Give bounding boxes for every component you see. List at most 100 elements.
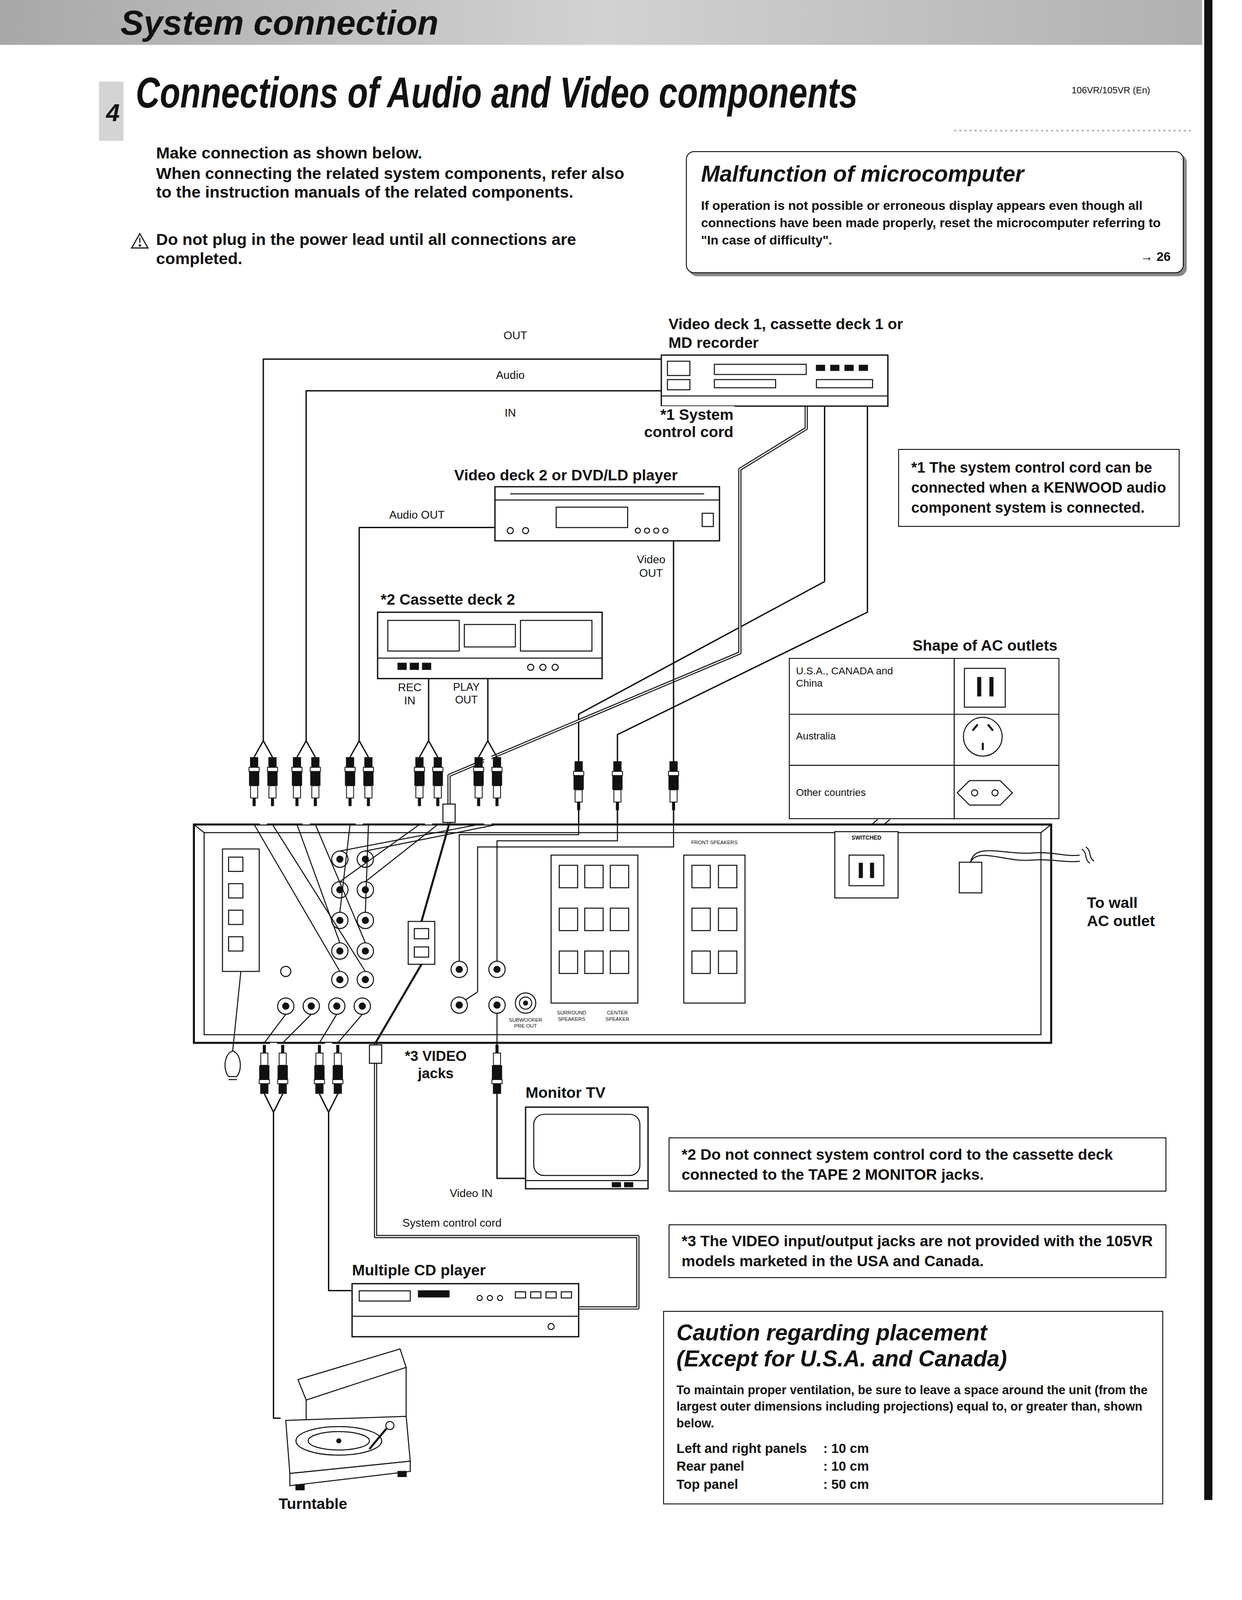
cable-label: System control cord: [401, 1216, 504, 1231]
text-slot: Other countries: [796, 787, 866, 800]
text-slot: *2 Cassette deck 2: [380, 590, 516, 609]
cord-label: To wall AC outlet: [1086, 894, 1163, 931]
text-slot: System connection: [120, 1, 439, 44]
top-plugs: [428, 741, 438, 758]
receiver-rear-panel: *3 VIDEO jacks: [194, 824, 1052, 1044]
outlet-table-art: [963, 717, 1002, 757]
receiver-rear-panel: [494, 1002, 501, 1009]
video-deck-2: [653, 528, 659, 534]
receiver-rear-panel: [970, 855, 1080, 863]
receiver-rear-panel: [488, 997, 506, 1014]
note-text: *2 Do not connect system control cord to…: [681, 1144, 1156, 1185]
panel-leads: [339, 824, 350, 913]
video-deck-1: [661, 355, 888, 407]
cable-label: Video IN: [432, 1186, 494, 1201]
outlet-table-art: [953, 658, 955, 820]
text-slot: Audio: [490, 368, 532, 383]
cassette-deck-2: [552, 664, 558, 671]
receiver-rear-panel: [859, 863, 863, 878]
cable-label: *1 System control cord: [622, 406, 735, 442]
top-plugs: [310, 757, 321, 807]
dimension-cell: : 10 cm: [822, 1440, 1150, 1458]
panel-leads: [296, 824, 340, 944]
text-slot: OUT: [495, 328, 537, 343]
turntable: [289, 1461, 410, 1487]
signal-cable: [496, 1042, 526, 1179]
receiver-rear-panel: [228, 857, 243, 872]
text-slot: *3 VIDEO jacks: [403, 1047, 468, 1083]
text-slot: 106VR/105VR (En): [1071, 84, 1151, 96]
receiver-rear-panel: [551, 855, 638, 1004]
receiver-rear-panel: [519, 997, 532, 1010]
top-plugs: [432, 757, 443, 807]
cable-line: [263, 359, 662, 825]
monitor-tv: [525, 1107, 649, 1190]
receiver-rear-panel: [450, 961, 468, 978]
warning-symbol: [139, 237, 141, 243]
multiple-cd-player: [487, 1295, 493, 1301]
monitor-tv: [533, 1114, 640, 1176]
info-box: Malfunction of microcomputerIf operation…: [685, 151, 1184, 274]
receiver-rear-panel: [331, 971, 348, 989]
multiple-cd-player: [497, 1295, 503, 1301]
top-plugs: [668, 761, 679, 811]
receiver-rear-panel: [357, 943, 374, 960]
caution-box: Caution regarding placement (Except for …: [663, 1311, 1164, 1505]
text-slot: FRONT SPEAKERS: [677, 839, 752, 846]
note-text: *1 The system control cord can be connec…: [911, 458, 1169, 519]
receiver-rear-panel: [959, 862, 982, 894]
receiver-rear-panel: [610, 908, 629, 931]
multiple-cd-player: Multiple CD player: [352, 1283, 579, 1338]
header-band: [0, 0, 1213, 1501]
text-slot: IN: [495, 406, 526, 420]
panel-label: CENTER SPEAKER: [596, 1010, 639, 1023]
video-deck-1: [830, 365, 839, 371]
bottom-plugs: [273, 1093, 283, 1113]
text-slot: PLAY OUT: [449, 680, 483, 707]
receiver-rear-panel: [333, 1003, 340, 1010]
cable-label: OUT: [495, 328, 537, 343]
component-label: Video deck 2 or DVD/LD player: [454, 466, 678, 485]
dimension-table: Left and right panels: 10 cmRear panel: …: [676, 1440, 1150, 1494]
header-band: [0, 0, 1203, 46]
component-label: Multiple CD player: [352, 1261, 486, 1280]
bottom-plugs: [328, 1093, 338, 1113]
multiple-cd-player: [515, 1292, 526, 1299]
cassette-deck-2: [410, 663, 419, 670]
receiver-rear-panel: [834, 831, 899, 899]
receiver-rear-panel: [336, 948, 343, 955]
outlet-table-art: [977, 677, 982, 696]
top-plugs: [414, 757, 425, 807]
video-deck-2: [702, 513, 714, 527]
receiver-rear-panel: [584, 908, 604, 931]
top-plugs: [484, 741, 492, 825]
multiple-cd-player: [561, 1292, 572, 1299]
panel-label: FRONT SPEAKERS: [677, 839, 752, 846]
turntable: [398, 1472, 407, 1478]
video-deck-1: [714, 379, 776, 389]
text-slot: System control cord: [401, 1216, 504, 1231]
bottom-plugs: [325, 1042, 333, 1113]
top-plugs: [263, 741, 273, 758]
panel-leads: [272, 824, 366, 972]
header-band: [1204, 0, 1213, 1501]
text-slot: Do not plug in the power lead until all …: [156, 230, 636, 268]
outlet-table-art: [788, 714, 1060, 716]
monitor-tv: Monitor TV: [525, 1107, 649, 1189]
multiple-cd-player: [352, 1316, 579, 1318]
text-slot: Make connection as shown below.: [156, 143, 641, 163]
cassette-deck-2: [398, 663, 407, 670]
top-plugs: [424, 741, 433, 825]
panel-leads: [465, 824, 674, 1001]
top-plugs: [302, 741, 310, 825]
text-slot: Video deck 2 or DVD/LD player: [454, 466, 678, 485]
page-reference: → 26: [700, 249, 1171, 265]
top-plugs: [491, 757, 502, 807]
video-deck-1: [816, 365, 825, 371]
receiver-rear-panel: [718, 908, 737, 931]
receiver-rear-panel: [456, 1002, 463, 1009]
top-plugs: [355, 741, 363, 825]
receiver-rear-panel: [683, 855, 745, 1004]
receiver-rear-panel: [610, 865, 629, 888]
video-deck-1: [661, 355, 888, 407]
